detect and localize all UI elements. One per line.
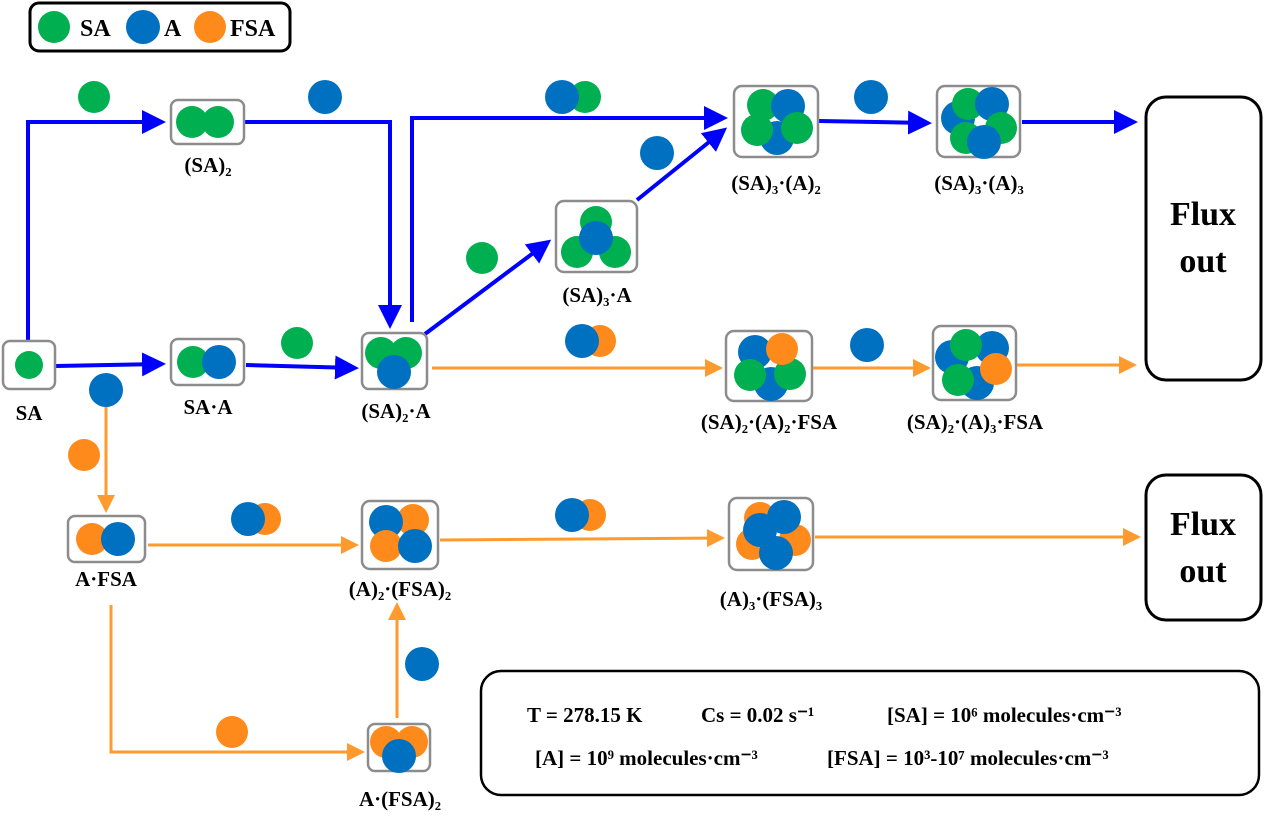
- node-sa2: (SA)₂: [169, 98, 246, 177]
- legend: SA A FSA: [28, 1, 292, 53]
- node-sa3-a2: (SA)₃·(A)₂: [731, 84, 821, 195]
- node-label: (SA)₂·(A)₂·FSA: [701, 410, 838, 434]
- node-label: SA·A: [183, 395, 233, 419]
- node-label: (SA)₃·A: [562, 283, 632, 307]
- node-sa3-a: (SA)₃·A: [554, 199, 639, 307]
- fsa-concentration: [FSA] = 10³-10⁷ molecules·cm⁻³: [827, 746, 1109, 770]
- legend-a-swatch: [126, 10, 160, 44]
- added-fsa: [68, 439, 100, 471]
- node-label: (SA)₃·(A)₂: [731, 171, 821, 195]
- added-a: [640, 136, 674, 170]
- node-sa3-a3: (SA)₃·(A)₃: [934, 84, 1024, 195]
- added-a: [405, 647, 439, 681]
- sa-concentration: [SA] = 10⁶ molecules·cm⁻³: [887, 703, 1122, 727]
- legend-fsa-swatch: [194, 11, 226, 43]
- added-molecules: [68, 80, 888, 748]
- node-label: (A)₃·(FSA)₃: [720, 587, 822, 611]
- node-sa2-a2-fsa: (SA)₂·(A)₂·FSA: [701, 329, 838, 434]
- node-label: A·(FSA)₂: [359, 787, 441, 811]
- node-label: (A)₂·(FSA)₂: [349, 577, 451, 601]
- added-sa: [281, 327, 313, 359]
- legend-sa-swatch: [38, 11, 70, 43]
- simulation-parameters: T = 278.15 K Cs = 0.02 s⁻¹ [SA] = 10⁶ mo…: [479, 669, 1261, 797]
- node-sa-a: SA·A: [169, 337, 246, 419]
- legend-a-label: A: [164, 16, 182, 42]
- node-label: (SA)₂: [184, 153, 231, 177]
- flux-text: out: [1179, 553, 1227, 590]
- node-label: SA: [16, 401, 44, 425]
- node-label: (SA)₂·A: [361, 399, 431, 423]
- orange-pathways: [97, 356, 1141, 761]
- node-a-fsa2: A·(FSA)₂: [359, 722, 441, 811]
- node-a3-fsa3: (A)₃·(FSA)₃: [720, 496, 822, 611]
- blue-pathways: [26, 106, 1138, 380]
- node-sa2-a3-fsa: (SA)₂·(A)₃·FSA: [907, 324, 1044, 434]
- node-label: (SA)₂·(A)₃·FSA: [907, 410, 1044, 434]
- added-sa: [78, 81, 110, 113]
- added-a: [545, 80, 579, 114]
- node-label: A·FSA: [75, 567, 138, 591]
- added-a: [231, 502, 265, 536]
- node-label: (SA)₃·(A)₃: [934, 171, 1024, 195]
- node-a2-fsa2: (A)₂·(FSA)₂: [349, 499, 451, 601]
- added-a: [854, 80, 888, 114]
- temperature: T = 278.15 K: [527, 703, 643, 727]
- flux-out-bottom: Flux out: [1144, 473, 1263, 622]
- added-a: [555, 498, 589, 532]
- node-sa: SA: [1, 339, 57, 425]
- flux-text: Flux: [1170, 196, 1236, 233]
- coagulation-sink: Cs = 0.02 s⁻¹: [701, 703, 814, 727]
- added-a: [850, 328, 884, 362]
- flux-out-top: Flux out: [1144, 95, 1263, 382]
- legend-fsa-label: FSA: [230, 16, 276, 42]
- flux-text: Flux: [1170, 506, 1236, 543]
- added-a: [308, 80, 342, 114]
- a-concentration: [A] = 10⁹ molecules·cm⁻³: [535, 746, 758, 770]
- added-fsa: [216, 716, 248, 748]
- added-a: [89, 373, 123, 407]
- added-sa: [466, 242, 498, 274]
- flux-text: out: [1179, 243, 1227, 280]
- added-a: [565, 324, 599, 358]
- node-sa2-a: (SA)₂·A: [360, 331, 431, 423]
- legend-sa-label: SA: [80, 16, 111, 42]
- node-a-fsa: A·FSA: [66, 514, 147, 591]
